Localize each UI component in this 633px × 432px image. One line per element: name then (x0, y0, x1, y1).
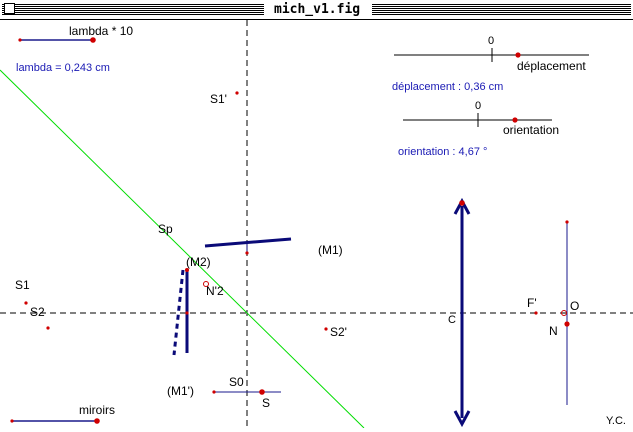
lens-C-top-handle[interactable] (459, 200, 465, 206)
screen-top-point[interactable] (565, 220, 569, 224)
label-N: N (549, 324, 558, 338)
label-M1-prime: (M1') (167, 384, 194, 398)
point-N2-prime (203, 281, 209, 287)
label-F-prime: F' (527, 296, 537, 310)
orientation-zero-label: 0 (475, 100, 481, 112)
point-S2[interactable] (46, 326, 50, 330)
displacement-slider[interactable] (394, 48, 589, 62)
label-M2: (M2) (186, 255, 211, 269)
lambda-slider[interactable] (18, 37, 96, 43)
label-S1: S1 (15, 278, 30, 292)
mirror-M1-pivot[interactable] (245, 251, 249, 255)
label-S2-prime: S2' (330, 325, 347, 339)
label-S1-prime: S1' (210, 92, 227, 106)
label-Sp: Sp (158, 222, 173, 236)
title-bar-stripes-left (2, 4, 264, 15)
label-S2: S2 (30, 305, 45, 319)
window-title: mich_v1.fig (266, 2, 369, 18)
point-S1-prime[interactable] (235, 91, 239, 95)
lambda-slider-handle[interactable] (90, 37, 96, 43)
figure-canvas: lambda * 10 lambda = 0,243 cm 0 déplacem… (0, 20, 633, 429)
orientation-slider-label: orientation (503, 123, 559, 137)
source-S-handle[interactable] (259, 389, 265, 395)
point-O (561, 310, 567, 316)
displacement-slider-handle[interactable] (515, 52, 521, 58)
label-C: C (448, 314, 456, 326)
orientation-slider-handle[interactable] (512, 117, 518, 123)
mirror-M2-top-point[interactable] (185, 268, 189, 272)
displacement-slider-label: déplacement (517, 59, 586, 73)
mirrors-slider-handle[interactable] (94, 418, 100, 424)
close-box-icon[interactable] (4, 3, 15, 14)
displacement-zero-label: 0 (488, 35, 494, 47)
label-S0: S0 (229, 375, 244, 389)
point-S1[interactable] (24, 301, 28, 305)
orientation-readout: orientation : 4,67 ° (398, 146, 487, 158)
displacement-readout: déplacement : 0,36 cm (392, 81, 503, 93)
point-N[interactable] (564, 321, 570, 327)
title-bar-stripes-right (372, 4, 631, 15)
credit-label: Y.C. (606, 415, 626, 427)
point-S0[interactable] (212, 390, 216, 394)
label-S: S (262, 396, 270, 410)
label-N2-prime: N'2 (206, 284, 224, 298)
point-F-prime (534, 311, 538, 315)
mirror-M2-axis-point (185, 311, 189, 315)
mirrors-slider[interactable] (10, 418, 100, 424)
lambda-slider-label: lambda * 10 (69, 24, 133, 38)
label-mirrors-slider: miroirs (79, 403, 115, 417)
point-S2-prime[interactable] (324, 327, 328, 331)
label-O: O (570, 299, 579, 313)
beam-ray (0, 69, 365, 429)
lens-C[interactable] (453, 197, 471, 428)
orientation-slider[interactable] (403, 113, 552, 127)
mirror-M1[interactable] (204, 237, 292, 248)
window-title-bar[interactable]: mich_v1.fig (0, 0, 633, 20)
lambda-readout: lambda = 0,243 cm (16, 62, 110, 74)
label-M1: (M1) (318, 243, 343, 257)
